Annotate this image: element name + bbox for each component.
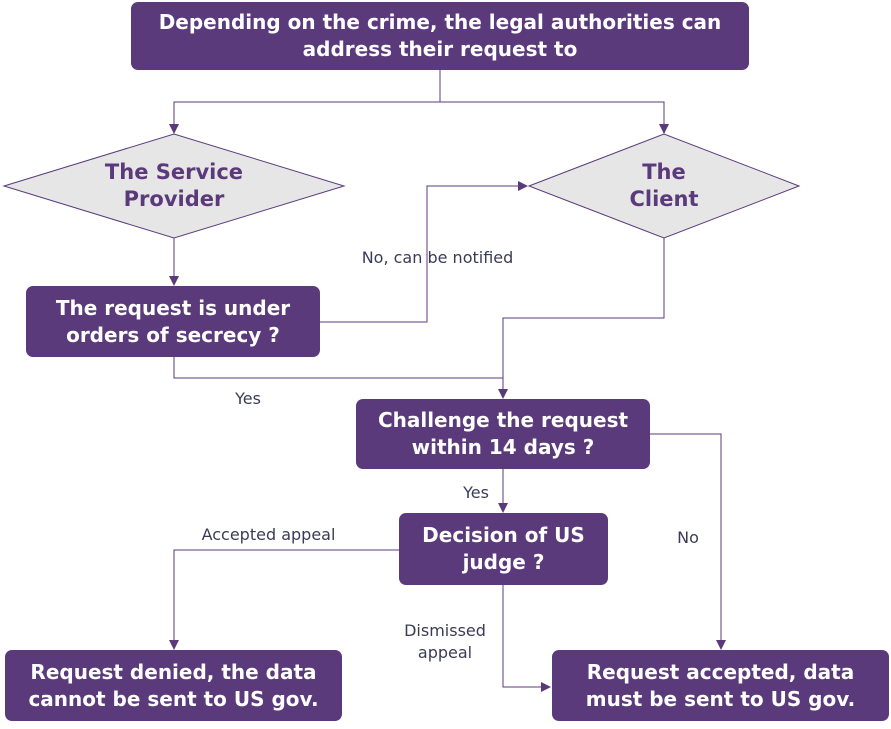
challenge-node: Challenge the request within 14 days ?	[356, 399, 650, 469]
connector-secrecy-client	[320, 181, 528, 323]
secrecy-node: The request is under orders of secrecy ?	[26, 286, 320, 357]
accepted-node: Request accepted, data must be sent to U…	[552, 650, 889, 721]
edge-label-no-challenge: No	[677, 528, 699, 547]
connector-decision-accepted	[502, 585, 551, 692]
connector-secrecy-challenge	[173, 357, 508, 399]
edge-label-yes-secrecy: Yes	[235, 389, 261, 408]
edge-label-no-notified: No, can be notified	[361, 248, 514, 267]
connector-split-client	[440, 101, 669, 134]
service-provider-diamond	[2, 133, 346, 239]
client-diamond	[527, 133, 801, 239]
edge-label-accepted-appeal: Accepted appeal	[201, 525, 336, 544]
connector-client-challenge	[502, 238, 665, 378]
start-node: Depending on the crime, the legal author…	[131, 2, 749, 70]
service-provider-label: The Service Provider	[104, 160, 244, 211]
client-label: The Client	[629, 160, 699, 211]
connector-challenge-accepted	[650, 433, 726, 650]
edge-label-yes-challenge: Yes	[463, 483, 489, 502]
connector-decision-denied	[169, 549, 399, 650]
denied-node: Request denied, the data cannot be sent …	[5, 650, 342, 721]
edge-label-dismissed-appeal: Dismissed appeal	[404, 621, 486, 662]
decision-node: Decision of US judge ?	[399, 513, 608, 585]
connector-split-service-provider	[169, 101, 440, 134]
